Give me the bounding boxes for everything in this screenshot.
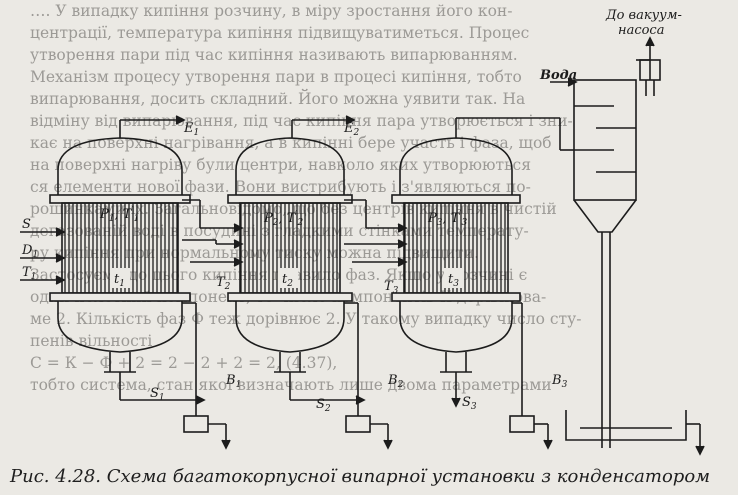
vacuum-label-2: насоса: [618, 23, 664, 38]
text-line: ме 2. Кількість фаз Ф теж дорівнює 2. У …: [30, 310, 582, 328]
t1-body-label: t1: [114, 272, 125, 289]
b2-label: B2: [387, 373, 404, 390]
text-line: С = К − Ф + 2 = 2 − 2 + 2 = 2, (4.37),: [30, 354, 338, 372]
text-line: на поверхні нагріву були центри, навколо…: [30, 156, 532, 174]
t2-label: T2: [216, 275, 231, 292]
p2-label: P2, T′2: [263, 210, 303, 228]
text-line: відміну від випарювання, під час кипіння…: [30, 112, 573, 130]
figure-caption: Рис. 4.28. Схема багатокорпусної випарно…: [10, 466, 711, 487]
text-line: …. У випадку кипіння розчину, в міру зро…: [30, 2, 513, 20]
text-line: кає на поверхні нагрівання, а в кипінні …: [30, 134, 552, 152]
water-label: Вода: [539, 68, 577, 83]
s1-label: S1: [150, 386, 165, 403]
barometric-condenser: [550, 36, 705, 456]
p3-label: P3, T′3: [427, 210, 467, 228]
t1-in-label: T1: [22, 265, 36, 282]
t2-body-label: t2: [282, 272, 293, 289]
t3-label: T3: [384, 279, 399, 296]
evaporator-vessel-1: [49, 115, 191, 373]
evaporator-vessel-2: [227, 115, 356, 373]
text-line: ся елементи нової фази. Вони вистрибують…: [30, 178, 531, 196]
text-line: тобто система, стан якої визначають лише…: [30, 376, 552, 394]
text-line: утворення пари під час кипіння називають…: [30, 46, 518, 64]
s2-label: S2: [316, 397, 331, 414]
vacuum-label: До вакуум-: [605, 8, 682, 23]
text-line: центрації, температура кипіння підвищува…: [30, 24, 530, 42]
text-line: випарювання, досить складний. Його можна…: [30, 90, 526, 108]
e2-label: E2: [343, 121, 360, 138]
text-line: пенів вільності: [30, 332, 153, 350]
d1-label: D1: [21, 243, 38, 260]
b1-label: B1: [225, 373, 241, 390]
s3-label: S3: [462, 395, 477, 412]
p1-label: P1, T′1: [99, 206, 139, 224]
t3-body-label: t3: [448, 272, 459, 289]
text-line: Механізм процесу утворення пари в процес…: [30, 68, 522, 86]
b3-label: B3: [551, 373, 568, 390]
s-in-label: S: [22, 217, 31, 232]
evaporator-vessel-3: [391, 137, 521, 373]
e1-label: E1: [183, 121, 199, 138]
